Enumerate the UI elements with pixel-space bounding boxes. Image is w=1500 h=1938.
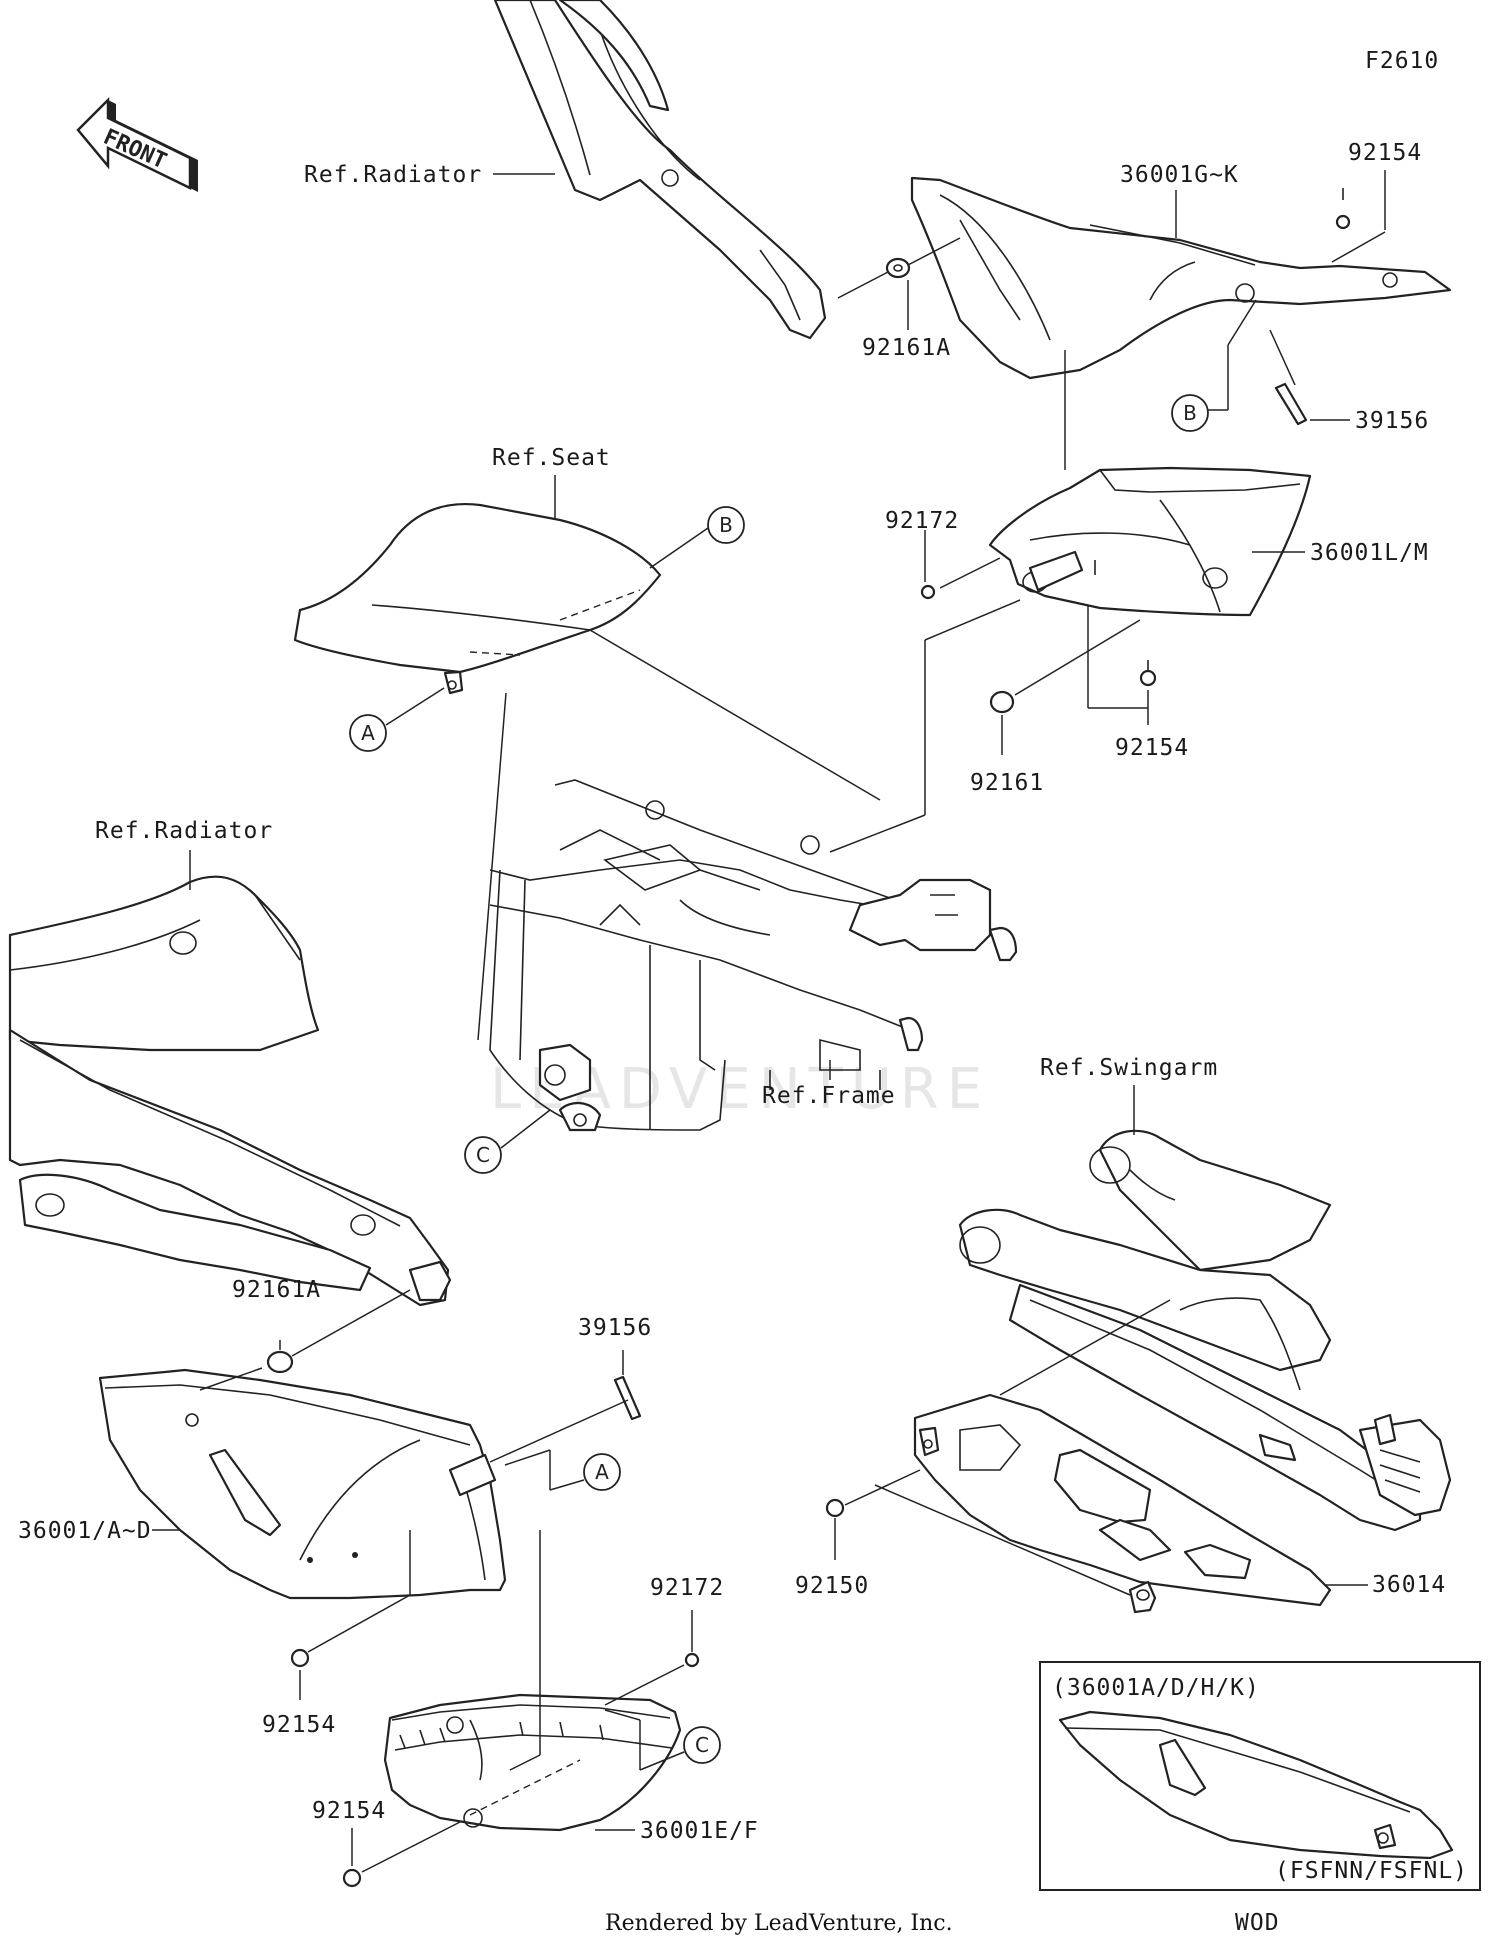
chain-guard-36014 — [913, 1393, 1332, 1614]
ref-radiator-left: Ref.Radiator — [95, 818, 273, 844]
radiator-shroud-top — [493, 0, 827, 340]
ref-seat: Ref.Seat — [492, 445, 611, 471]
svg-text:A: A — [361, 721, 375, 745]
label-92172-top: 92172 — [885, 508, 959, 534]
label-39156-bottom: 39156 — [578, 1315, 652, 1341]
svg-text:B: B — [1183, 401, 1197, 425]
side-cover-e-f — [383, 1693, 682, 1832]
bolt-icon — [342, 1868, 362, 1888]
callout-b-seat: B — [707, 506, 745, 544]
front-arrow-icon: FRONT — [76, 96, 198, 192]
label-92150: 92150 — [795, 1573, 869, 1599]
bolt-icon — [1139, 660, 1157, 687]
label-36001l-m: 36001L/M — [1310, 540, 1429, 566]
side-cover-a-d — [98, 1368, 507, 1600]
label-92154-mid: 92154 — [1115, 735, 1189, 761]
ref-radiator-top: Ref.Radiator — [304, 162, 482, 188]
bolt-icon — [1335, 188, 1351, 230]
label-92154-top: 92154 — [1348, 140, 1422, 166]
callout-b-top: B — [1171, 394, 1209, 432]
ref-frame: Ref.Frame — [762, 1083, 896, 1109]
inset-top-label: (36001A/D/H/K) — [1052, 1675, 1260, 1701]
bolt-icon — [684, 1652, 700, 1668]
label-36001g-k: 36001G~K — [1120, 162, 1239, 188]
variant-inset: (36001A/D/H/K) (FSFNN/FSFNL) — [1039, 1661, 1481, 1891]
side-cover-gk — [910, 176, 1452, 380]
grommet-icon — [885, 257, 911, 279]
ref-swingarm: Ref.Swingarm — [1040, 1055, 1218, 1081]
seat-ref — [293, 503, 662, 695]
inset-code: WOD — [1235, 1910, 1280, 1936]
label-36014: 36014 — [1372, 1572, 1446, 1598]
inset-bottom-label: (FSFNN/FSFNL) — [1275, 1858, 1468, 1884]
figure-code: F2610 — [1365, 48, 1439, 74]
bolt-icon — [825, 1498, 845, 1518]
radiator-shroud-left — [8, 875, 452, 1307]
svg-text:C: C — [695, 1733, 709, 1757]
frame-ref — [489, 779, 1018, 1132]
svg-text:C: C — [476, 1143, 490, 1167]
callout-a-seat: A — [349, 714, 387, 752]
label-36001-a-d: 36001/A~D — [18, 1518, 152, 1544]
svg-text:A: A — [595, 1460, 609, 1484]
label-92154-bottom-b: 92154 — [312, 1798, 386, 1824]
label-39156-top: 39156 — [1355, 408, 1429, 434]
callout-a-cover: A — [583, 1453, 621, 1491]
label-92161: 92161 — [970, 770, 1044, 796]
bolt-icon — [920, 584, 936, 600]
grommet-icon — [266, 1350, 294, 1374]
label-92172-bottom: 92172 — [650, 1575, 724, 1601]
label-92161a-top: 92161A — [862, 335, 951, 361]
pin-icon — [613, 1375, 642, 1421]
callout-c-cover: C — [683, 1726, 721, 1764]
swingarm-ref — [958, 1129, 1452, 1532]
footer-credit: Rendered by LeadVenture, Inc. — [605, 1911, 953, 1936]
callout-c-frame: C — [464, 1136, 502, 1174]
label-92161a-bottom: 92161A — [232, 1277, 321, 1303]
svg-text:B: B — [719, 513, 733, 537]
grommet-icon — [989, 690, 1015, 714]
bolt-icon — [290, 1648, 310, 1668]
label-36001e-f: 36001E/F — [640, 1818, 759, 1844]
pin-icon — [1274, 382, 1308, 426]
side-cover-lm — [988, 466, 1312, 617]
label-92154-bottom-a: 92154 — [262, 1712, 336, 1738]
